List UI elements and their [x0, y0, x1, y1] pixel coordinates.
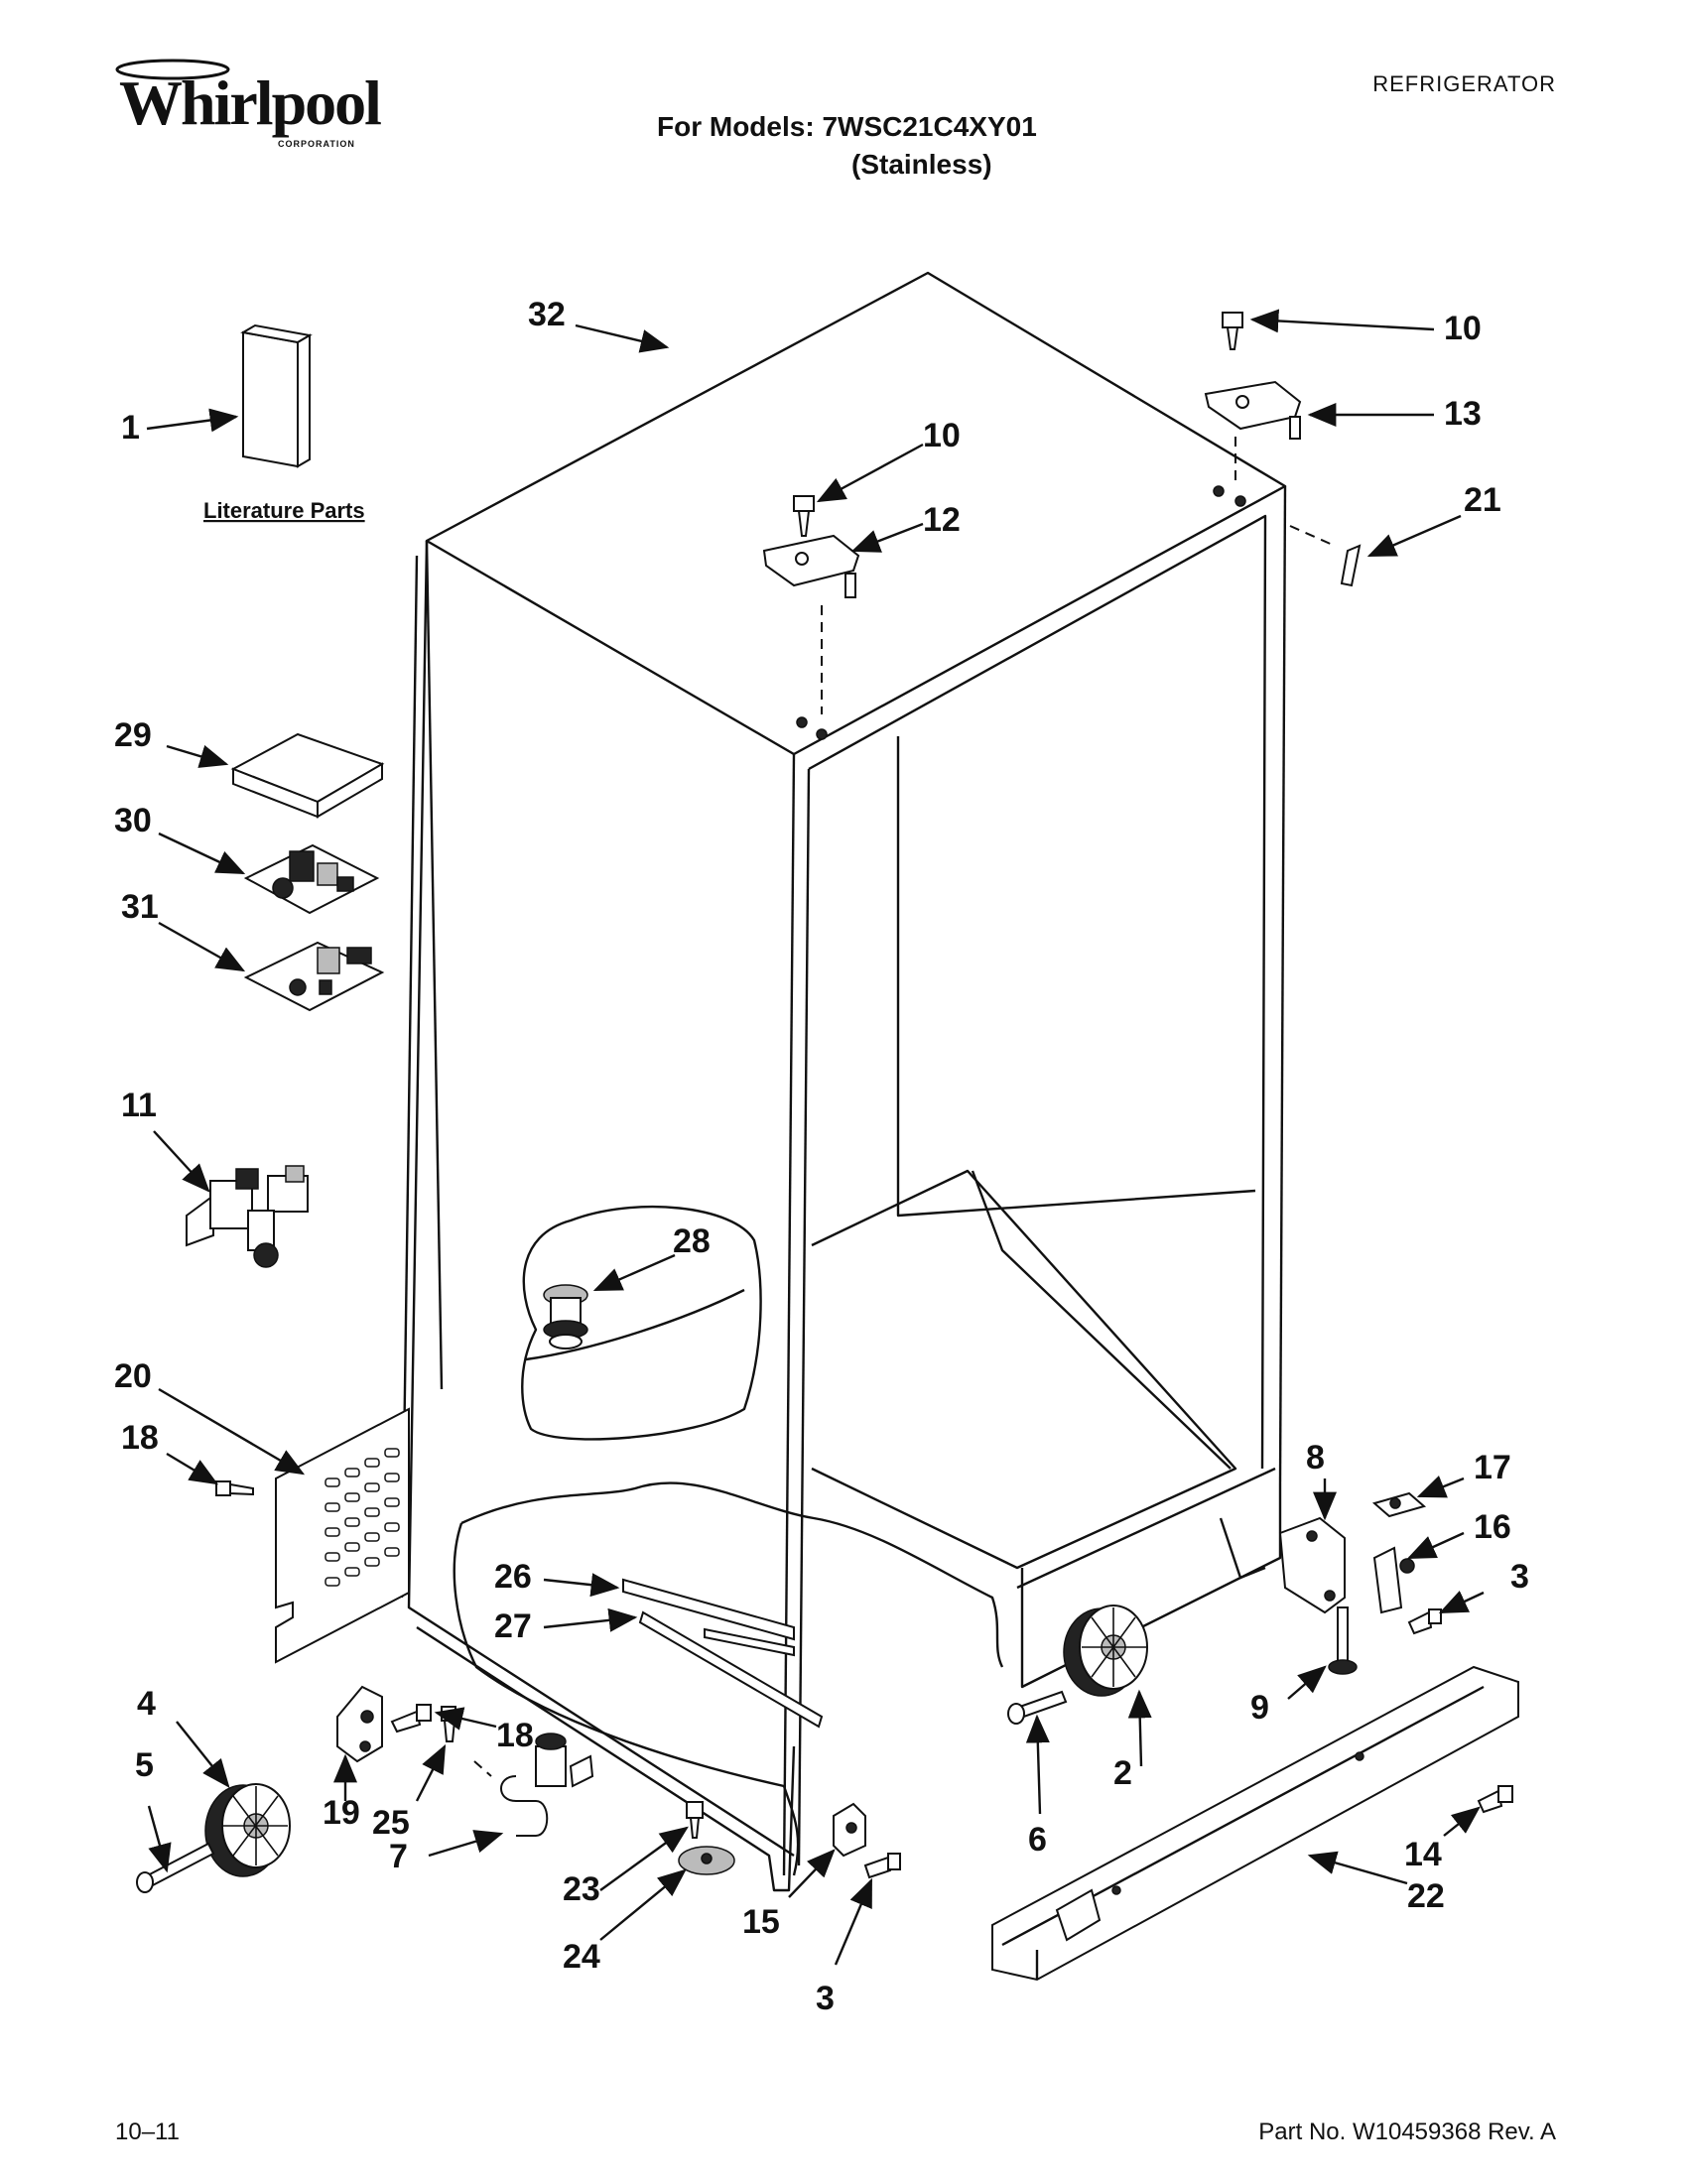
callout-25: 25 — [372, 1804, 410, 1842]
rear-access-panel — [275, 1407, 410, 1664]
callout-26: 26 — [494, 1558, 532, 1596]
footer-date: 10–11 — [115, 2119, 180, 2145]
screw-14 — [1477, 1785, 1513, 1814]
section-title: REFRIGERATOR — [1372, 71, 1556, 96]
cabinet-outline — [400, 271, 1287, 1892]
callout-29: 29 — [114, 716, 152, 754]
callout-18-left: 18 — [121, 1419, 159, 1457]
water-valve — [186, 1165, 309, 1268]
roller-front-left — [204, 1783, 291, 1877]
callout-2: 2 — [1113, 1754, 1132, 1792]
roller-front-right — [1063, 1605, 1148, 1697]
callout-23: 23 — [563, 1870, 600, 1908]
screw-3-right — [1407, 1608, 1442, 1635]
callout-14: 14 — [1404, 1836, 1442, 1873]
callout-17: 17 — [1474, 1449, 1511, 1486]
left-hinge-bracket — [336, 1685, 383, 1763]
callout-10-right: 10 — [1444, 310, 1482, 347]
screw-3-left — [863, 1853, 901, 1879]
callout-8: 8 — [1306, 1439, 1325, 1477]
callout-9: 9 — [1250, 1689, 1269, 1727]
callout-11: 11 — [121, 1087, 157, 1124]
drain-fitting — [543, 1284, 588, 1349]
top-hinge-center — [762, 495, 860, 740]
logo-corporation: CORPORATION — [278, 139, 355, 149]
logo-swoosh — [115, 59, 230, 80]
callout-18-bottom: 18 — [496, 1717, 534, 1754]
callout-19: 19 — [323, 1794, 360, 1832]
callout-6: 6 — [1028, 1821, 1047, 1859]
screw-18-bottom — [390, 1704, 432, 1734]
callout-32: 32 — [528, 296, 566, 333]
leader-lines — [146, 309, 1485, 1966]
callout-28: 28 — [673, 1222, 711, 1260]
callout-30: 30 — [114, 802, 152, 839]
lower-hinge-bracket — [1278, 1491, 1427, 1614]
cam-washer-24 — [678, 1846, 735, 1875]
callout-20: 20 — [114, 1357, 152, 1395]
axle-right — [1007, 1690, 1068, 1725]
callout-5: 5 — [135, 1746, 154, 1784]
drain-trap — [500, 1733, 594, 1837]
control-cover — [230, 732, 385, 819]
callout-1: 1 — [121, 409, 140, 447]
screw-18-panel — [215, 1480, 254, 1496]
leveling-leg — [1328, 1606, 1358, 1675]
model-number: For Models: 7WSC21C4XY01 — [657, 111, 1037, 142]
literature-booklet — [240, 323, 313, 468]
callout-10-center: 10 — [923, 417, 961, 454]
callout-12: 12 — [923, 501, 961, 539]
screw-25 — [441, 1706, 492, 1777]
power-board — [243, 843, 380, 915]
model-finish: (Stainless) — [851, 149, 992, 180]
callout-22: 22 — [1407, 1877, 1445, 1915]
callout-7: 7 — [389, 1838, 408, 1875]
cam-bolt-23 — [686, 1801, 704, 1839]
tubing — [622, 1578, 824, 1729]
callout-27: 27 — [494, 1607, 532, 1645]
footer-part-number: Part No. W10459368 Rev. A — [1258, 2119, 1556, 2145]
callout-4: 4 — [137, 1685, 156, 1723]
top-hinge-right — [1204, 312, 1362, 587]
bracket-15 — [833, 1802, 866, 1858]
callout-24: 24 — [563, 1938, 600, 1976]
callout-3-left: 3 — [816, 1980, 835, 2017]
toe-grille — [991, 1665, 1519, 1982]
literature-parts-label: Literature Parts — [203, 498, 365, 523]
callout-16: 16 — [1474, 1508, 1511, 1546]
control-board — [243, 941, 385, 1012]
logo-wordmark: Whirlpool — [119, 67, 382, 138]
callout-3-right: 3 — [1510, 1558, 1529, 1596]
callout-labels: 1 2 3 3 4 5 6 7 8 9 10 10 11 12 13 14 15… — [114, 296, 1529, 2017]
callout-31: 31 — [121, 888, 159, 926]
callout-15: 15 — [742, 1903, 780, 1941]
callout-21: 21 — [1464, 481, 1501, 519]
callout-13: 13 — [1444, 395, 1482, 433]
axle-left — [136, 1842, 215, 1893]
whirlpool-logo: Whirlpool CORPORATION — [111, 59, 382, 161]
